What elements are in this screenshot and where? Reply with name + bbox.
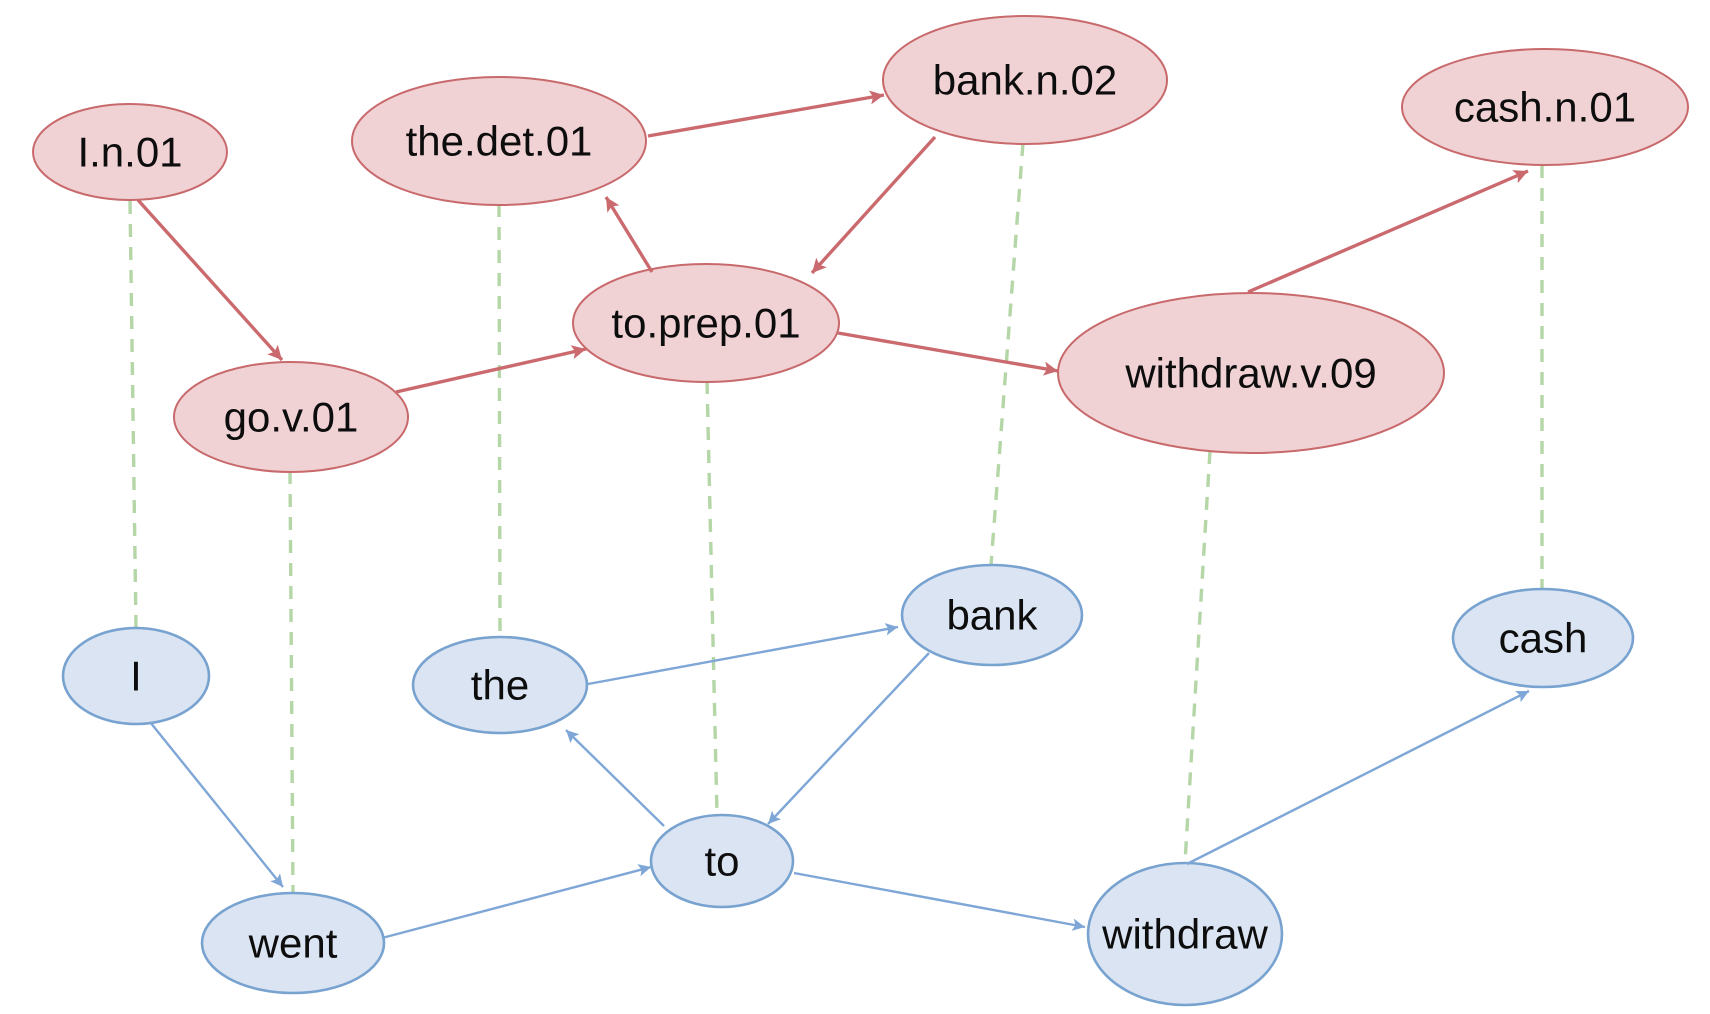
alignment-go.v.01-went (288, 470, 295, 894)
word-node-withdraw: withdraw (1086, 861, 1284, 1007)
word-node-to: to (649, 813, 795, 909)
word-node-label-withdraw: withdraw (1101, 910, 1268, 957)
word-node-bank: bank (900, 563, 1084, 667)
node-layer: I.n.01 the.det.01 bank.n.02 cash.n.01 go.v.0… (32, 15, 1689, 1007)
word-node-shape-cash (1451, 587, 1635, 689)
sense-edge-go.v.01-to.prep.01 (395, 345, 587, 394)
sense-node-bank.n.02: bank.n.02 (882, 15, 1168, 145)
word-edge-withdraw-cash (1186, 689, 1530, 866)
word-node-label-to: to (704, 837, 739, 884)
word-edge-to-withdraw (793, 871, 1086, 931)
word-node-went: went (200, 891, 386, 995)
word-node-label-cash: cash (1499, 614, 1588, 661)
word-node-shape-the (411, 635, 589, 735)
sense-node-shape-the.det.01 (351, 76, 647, 206)
word-node-shape-I (61, 626, 211, 726)
sense-node-I.n.01: I.n.01 (32, 103, 228, 201)
word-edge-the-bank (587, 623, 899, 686)
sense-node-label-the.det.01: the.det.01 (406, 117, 593, 164)
sense-edge-bank.n.02-to.prep.01 (810, 135, 937, 275)
word-node-label-bank: bank (946, 591, 1038, 638)
sense-node-shape-withdraw.v.09 (1057, 292, 1445, 454)
word-node-shape-withdraw (1086, 861, 1284, 1007)
sense-edge-withdraw.v.09-cash.n.01 (1247, 169, 1529, 294)
word-node-shape-bank (900, 563, 1084, 667)
sense-node-shape-to.prep.01 (572, 263, 840, 383)
sense-node-label-to.prep.01: to.prep.01 (611, 299, 800, 346)
sense-edge-to.prep.01-the.det.01 (604, 196, 654, 273)
sense-node-the.det.01: the.det.01 (351, 76, 647, 206)
sense-node-go.v.01: go.v.01 (173, 361, 409, 473)
sense-node-shape-go.v.01 (173, 361, 409, 473)
sense-node-label-bank.n.02: bank.n.02 (933, 56, 1118, 103)
sense-node-to.prep.01: to.prep.01 (572, 263, 840, 383)
alignment-bank.n.02-bank (989, 142, 1025, 566)
alignment-I.n.01-I (128, 200, 138, 629)
sense-node-cash.n.01: cash.n.01 (1401, 48, 1689, 166)
word-edge-I-went (149, 721, 284, 888)
sense-node-label-withdraw.v.09: withdraw.v.09 (1124, 349, 1376, 396)
alignment-layer (128, 142, 1544, 894)
sense-node-shape-I.n.01 (32, 103, 228, 201)
sense-node-label-cash.n.01: cash.n.01 (1454, 83, 1636, 130)
sense-node-shape-cash.n.01 (1401, 48, 1689, 166)
sense-edge-the.det.01-bank.n.02 (647, 90, 885, 138)
word-node-label-went: went (248, 919, 338, 966)
sense-node-withdraw.v.09: withdraw.v.09 (1057, 292, 1445, 454)
sense-edge-I.n.01-go.v.01 (136, 198, 284, 362)
word-node-I: I (61, 626, 211, 726)
sense-node-label-I.n.01: I.n.01 (77, 128, 182, 175)
alignment-the.det.01-the (497, 203, 502, 638)
word-node-shape-to (649, 813, 795, 909)
word-edge-to-the (565, 729, 665, 827)
alignment-withdraw.v.09-withdraw (1183, 450, 1212, 863)
sense-node-shape-bank.n.02 (882, 15, 1168, 145)
word-edge-bank-to (767, 652, 930, 825)
word-node-shape-went (200, 891, 386, 995)
sense-edge-to.prep.01-withdraw.v.09 (837, 331, 1059, 376)
word-edge-went-to (381, 864, 652, 940)
sense-node-label-go.v.01: go.v.01 (224, 393, 359, 440)
word-node-cash: cash (1451, 587, 1635, 689)
alignment-to.prep.01-to (705, 380, 719, 816)
word-node-label-the: the (471, 661, 529, 708)
word-node-the: the (411, 635, 589, 735)
word-node-label-I: I (130, 652, 142, 699)
edge-layer (136, 90, 1530, 940)
